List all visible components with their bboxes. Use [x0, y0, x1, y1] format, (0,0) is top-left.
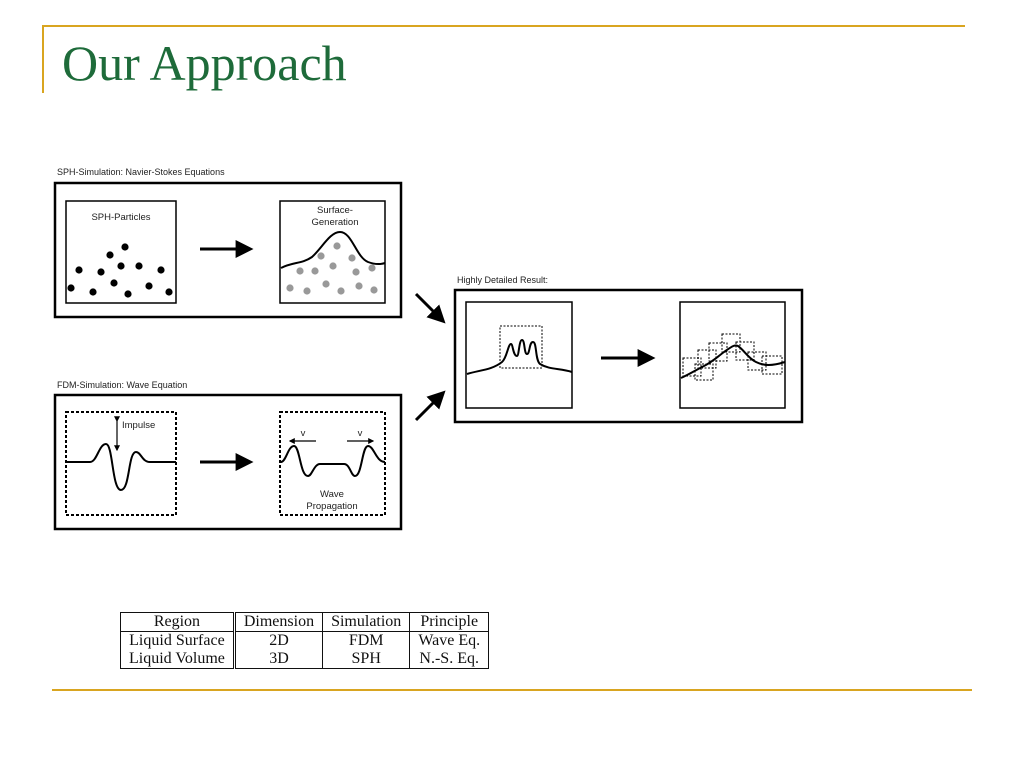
tile-grid [682, 333, 783, 381]
surface-label-line2: Generation [311, 217, 358, 228]
impulse-label: Impulse [122, 420, 155, 431]
sph-to-result-arrow [414, 292, 446, 324]
cell-dimension: 2D [234, 631, 324, 650]
left-rule [42, 25, 44, 93]
surface-curve [280, 230, 386, 269]
cell-region: Liquid Volume [120, 650, 236, 669]
sph-frame [53, 181, 403, 319]
surface-particles [286, 242, 378, 295]
table-row: Liquid Volume 3D SPH N.-S. Eq. [120, 650, 489, 669]
header-region: Region [120, 612, 236, 632]
top-rule [42, 25, 965, 27]
header-principle: Principle [409, 612, 489, 632]
velocity-left-label: v [301, 428, 306, 439]
sph-particles [67, 243, 173, 298]
wave-propagation-panel [279, 411, 386, 516]
header-dimension: Dimension [234, 612, 324, 632]
fdm-frame [53, 393, 403, 531]
slide-title: Our Approach [62, 35, 347, 91]
sph-caption: SPH-Simulation: Navier-Stokes Equations [57, 167, 225, 177]
detailed-surface-curve [466, 338, 573, 375]
impulse-panel [65, 411, 177, 516]
tiled-surface-curve [680, 344, 786, 379]
method-summary-table: Region Dimension Simulation Principle Li… [120, 612, 490, 669]
cell-region: Liquid Surface [120, 631, 236, 650]
cell-simulation: SPH [322, 650, 411, 669]
surface-label-line1: Surface- [317, 205, 353, 216]
surface-generation-panel [279, 200, 386, 304]
result-tiled-panel [679, 301, 786, 409]
fdm-caption: FDM-Simulation: Wave Equation [57, 380, 187, 390]
velocity-right-label: v [358, 428, 363, 439]
table-header-row: Region Dimension Simulation Principle [120, 612, 489, 632]
result-caption: Highly Detailed Result: [457, 275, 548, 285]
propagating-wave [280, 444, 386, 478]
header-simulation: Simulation [322, 612, 411, 632]
cell-principle: N.-S. Eq. [419, 650, 479, 667]
detail-region-box [499, 325, 543, 369]
wave-label-line2: Propagation [306, 501, 357, 512]
fdm-to-result-arrow [414, 390, 446, 422]
cell-dimension: 3D [234, 650, 324, 669]
impulse-wave [67, 442, 176, 492]
bottom-rule [52, 689, 972, 691]
table-row: Liquid Surface 2D FDM Wave Eq. [120, 631, 489, 650]
cell-simulation: FDM [322, 631, 411, 650]
wave-label-line1: Wave [320, 489, 344, 500]
cell-principle: Wave Eq. [418, 632, 481, 649]
sph-particles-panel [65, 200, 177, 304]
result-frame [453, 288, 804, 424]
result-detail-panel [465, 301, 573, 409]
sph-particles-label: SPH-Particles [91, 212, 150, 223]
